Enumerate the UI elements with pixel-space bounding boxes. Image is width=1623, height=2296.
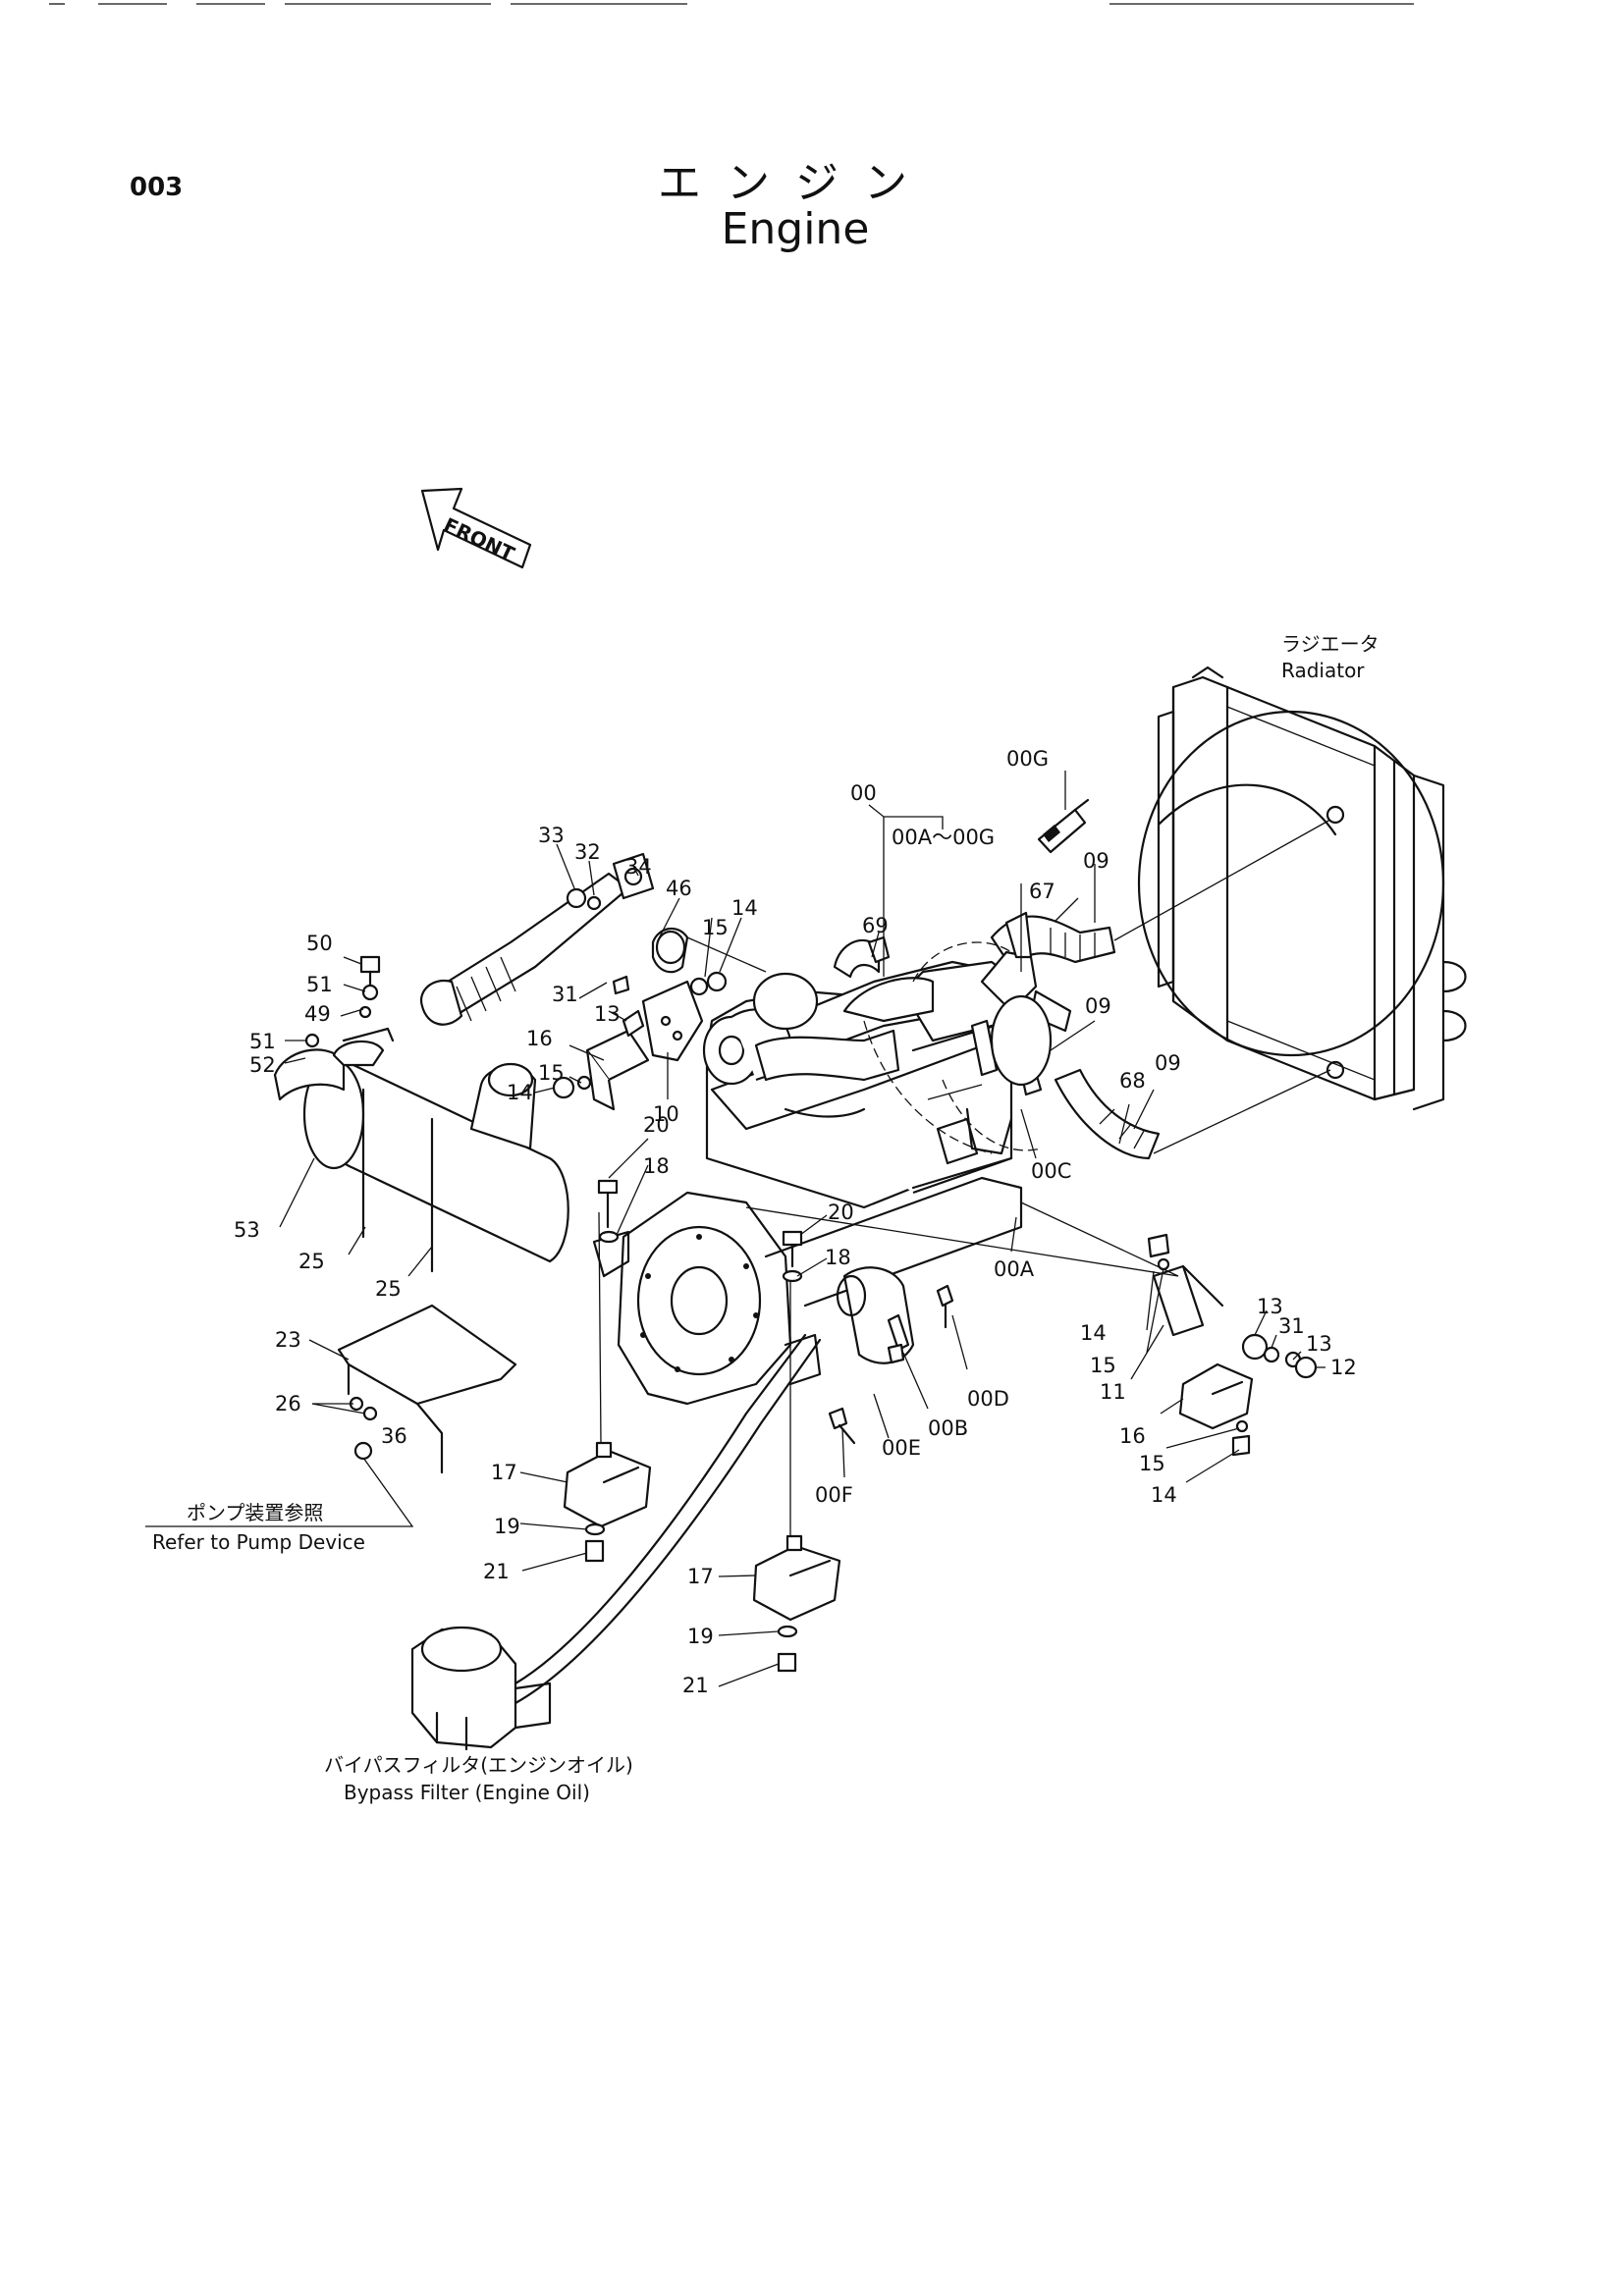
callout-09-mid: 09: [1085, 994, 1111, 1018]
callout-00a-00g: 00A～00G: [892, 826, 995, 849]
callout-69: 69: [862, 914, 889, 937]
callout-00d: 00D: [967, 1387, 1009, 1411]
air-intake-pipe: [419, 852, 767, 1026]
temperature-sender-00g: [1037, 798, 1090, 854]
bypass-filter: [410, 1333, 822, 1751]
radiator-label-japanese: ラジエータ: [1281, 632, 1380, 656]
callout-31-right: 31: [1278, 1314, 1305, 1338]
callout-13-right: 13: [1306, 1332, 1332, 1356]
callout-19-center: 19: [687, 1625, 714, 1648]
page-code: 003: [130, 173, 184, 202]
callout-16-left: 16: [526, 1027, 553, 1050]
bypass-filter-label: Bypass Filter (Engine Oil): [344, 1781, 590, 1804]
callout-15-left: 15: [538, 1061, 565, 1085]
callout-00b: 00B: [928, 1416, 968, 1440]
callout-18-left: 18: [643, 1154, 670, 1178]
callout-14-top: 14: [731, 896, 758, 920]
callout-11: 11: [1100, 1380, 1126, 1404]
callout-51-top: 51: [306, 973, 333, 996]
callout-12: 12: [1330, 1356, 1357, 1379]
callout-32: 32: [574, 840, 601, 864]
engine-mount-17-left: [563, 1441, 652, 1528]
pump-reference-label-japanese: ポンプ装置参照: [187, 1501, 323, 1524]
cooling-fan: [965, 911, 1072, 1155]
callout-34: 34: [625, 855, 652, 879]
hose-69: [833, 935, 891, 979]
callout-31-left: 31: [552, 983, 578, 1006]
callout-49: 49: [304, 1002, 331, 1026]
callout-14-right-low: 14: [1151, 1483, 1177, 1507]
callout-52: 52: [249, 1053, 276, 1077]
callout-16-right: 16: [1119, 1424, 1146, 1448]
page-title-japanese: エンジン: [658, 158, 933, 208]
callout-00c: 00C: [1031, 1159, 1071, 1183]
callout-13-right-top: 13: [1257, 1295, 1283, 1318]
right-engine-bracket-11: [1152, 1264, 1224, 1337]
fasteners-right: [1147, 1233, 1318, 1457]
muffler-bracket-10: [641, 980, 704, 1062]
front-direction-arrow: FRONT: [420, 487, 532, 569]
bolts-20-18: [597, 1179, 803, 1283]
callout-17-center: 17: [687, 1565, 714, 1588]
callout-15-top: 15: [702, 916, 729, 939]
callout-18-center: 18: [825, 1246, 851, 1269]
callout-51-low: 51: [249, 1030, 276, 1053]
flywheel-housing: [592, 1176, 1023, 1406]
sensors-00d-00e-00f: [828, 1284, 954, 1445]
callout-00: 00: [850, 781, 877, 805]
page-title: Engine: [721, 204, 870, 254]
callout-46: 46: [666, 877, 692, 900]
callout-15-right: 15: [1090, 1354, 1116, 1377]
callout-53: 53: [234, 1218, 260, 1242]
pump-reference-label: Refer to Pump Device: [152, 1530, 365, 1554]
callout-68: 68: [1119, 1069, 1146, 1093]
radiator: [1137, 666, 1467, 1111]
callout-20-center: 20: [828, 1201, 854, 1224]
bracket-13-left: [622, 1009, 645, 1038]
callout-25-left: 25: [298, 1250, 325, 1273]
callout-00f: 00F: [815, 1483, 853, 1507]
callout-25-right: 25: [375, 1277, 402, 1301]
engine-mount-16-right: [1178, 1362, 1254, 1430]
engine-mount-16-left: [585, 1029, 650, 1111]
callout-10: 10: [653, 1102, 679, 1126]
callout-23: 23: [275, 1328, 301, 1352]
callout-26: 26: [275, 1392, 301, 1415]
callout-00g: 00G: [1006, 747, 1049, 771]
callout-14-left: 14: [507, 1081, 533, 1104]
callout-15-right-low: 15: [1139, 1452, 1165, 1475]
callout-36: 36: [381, 1424, 407, 1448]
starter-motor-00b: [836, 1266, 915, 1364]
bypass-filter-label-japanese: バイパスフィルタ(エンジンオイル): [324, 1753, 633, 1777]
callout-67: 67: [1029, 880, 1055, 903]
callout-17-left: 17: [491, 1461, 517, 1484]
callout-19-left: 19: [494, 1515, 520, 1538]
engine-mount-17-center: [752, 1534, 841, 1622]
radiator-label: Radiator: [1281, 659, 1365, 682]
callout-14-right: 14: [1080, 1321, 1107, 1345]
leader-lines: [145, 771, 1331, 1687]
turbocharger: [702, 972, 935, 1086]
callout-21-center: 21: [682, 1674, 709, 1697]
callouts: 00 00A～00G 00G 09 67 09 68 09 00C 00A 69…: [234, 747, 1357, 1697]
callout-09-top: 09: [1083, 849, 1109, 873]
callout-00a: 00A: [994, 1257, 1035, 1281]
callout-33: 33: [538, 824, 565, 847]
heat-shield-23: 36: [337, 1304, 517, 1474]
callout-00e: 00E: [882, 1436, 921, 1460]
hidden-lines: [863, 941, 1042, 1154]
callout-09-low: 09: [1155, 1051, 1181, 1075]
callout-50: 50: [306, 932, 333, 955]
muffler-53: [273, 1027, 569, 1273]
callout-13-left: 13: [594, 1002, 621, 1026]
callout-20-left: 20: [643, 1113, 670, 1137]
callout-21-left: 21: [483, 1560, 510, 1583]
